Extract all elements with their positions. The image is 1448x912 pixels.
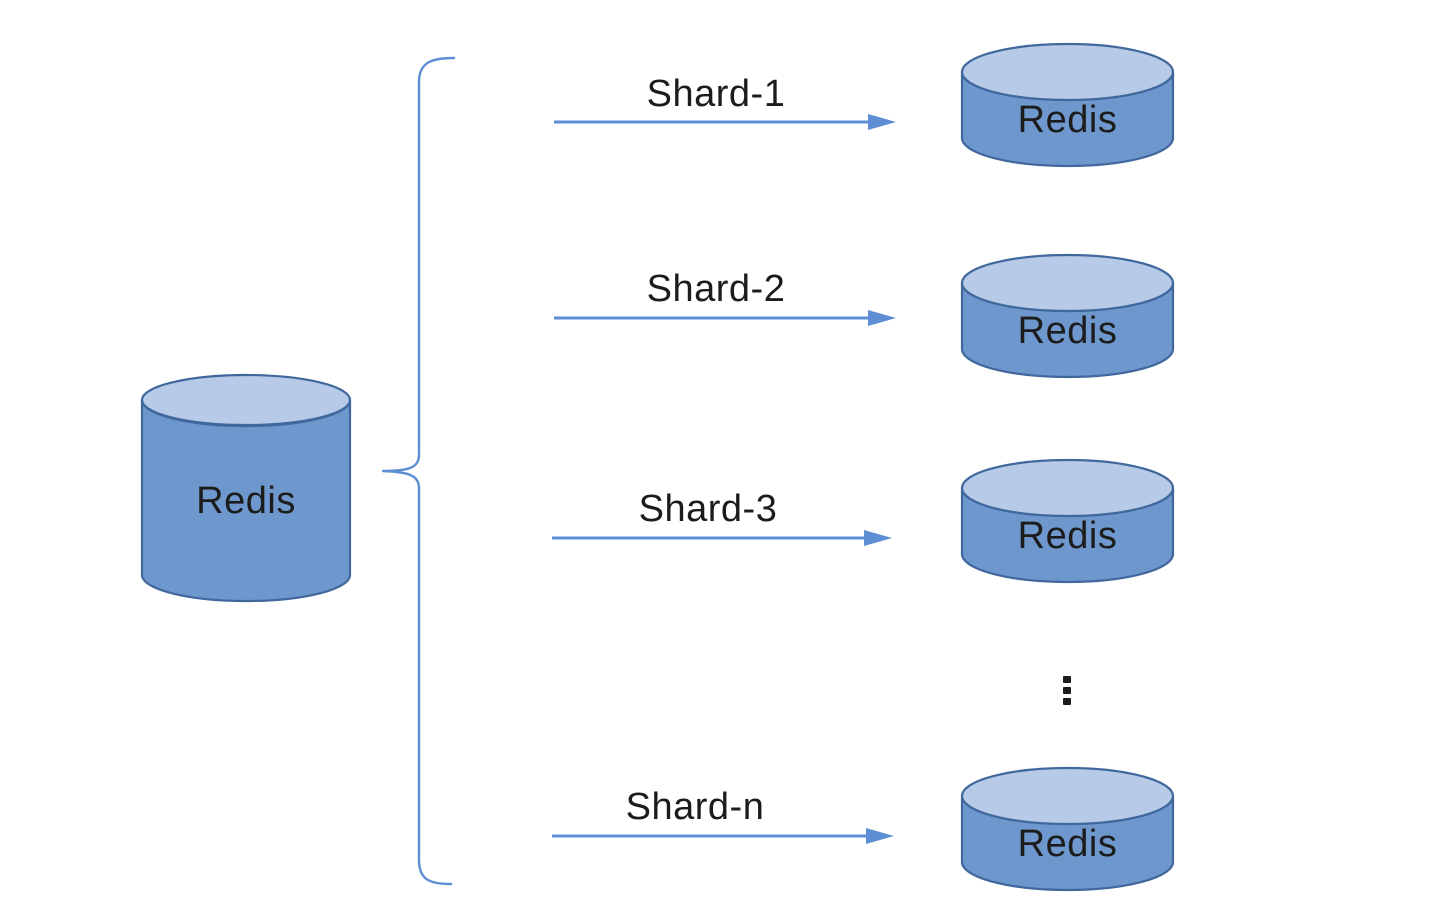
target-database-cylinder: Redis — [960, 766, 1175, 893]
left-curly-brace-icon — [381, 56, 456, 886]
shard-label: Shard-1 — [646, 73, 786, 115]
source-database-cylinder: Redis — [140, 373, 352, 603]
database-cylinder-icon — [960, 253, 1175, 379]
database-cylinder-icon — [960, 458, 1175, 584]
database-cylinder-icon — [960, 42, 1175, 168]
shard-label: Shard-n — [625, 786, 765, 828]
shard-arrow-icon — [554, 114, 896, 130]
target-database-cylinder: Redis — [960, 42, 1175, 169]
database-cylinder-icon — [960, 766, 1175, 892]
target-database-cylinder: Redis — [960, 253, 1175, 380]
vertical-ellipsis-icon — [1063, 676, 1071, 705]
shard-label: Shard-2 — [646, 268, 786, 310]
shard-arrow-icon — [552, 530, 892, 546]
shard-arrow-icon — [552, 828, 894, 844]
target-database-cylinder: Redis — [960, 458, 1175, 585]
database-cylinder-icon — [140, 373, 352, 603]
shard-label: Shard-3 — [638, 488, 778, 530]
shard-arrow-icon — [554, 310, 896, 326]
